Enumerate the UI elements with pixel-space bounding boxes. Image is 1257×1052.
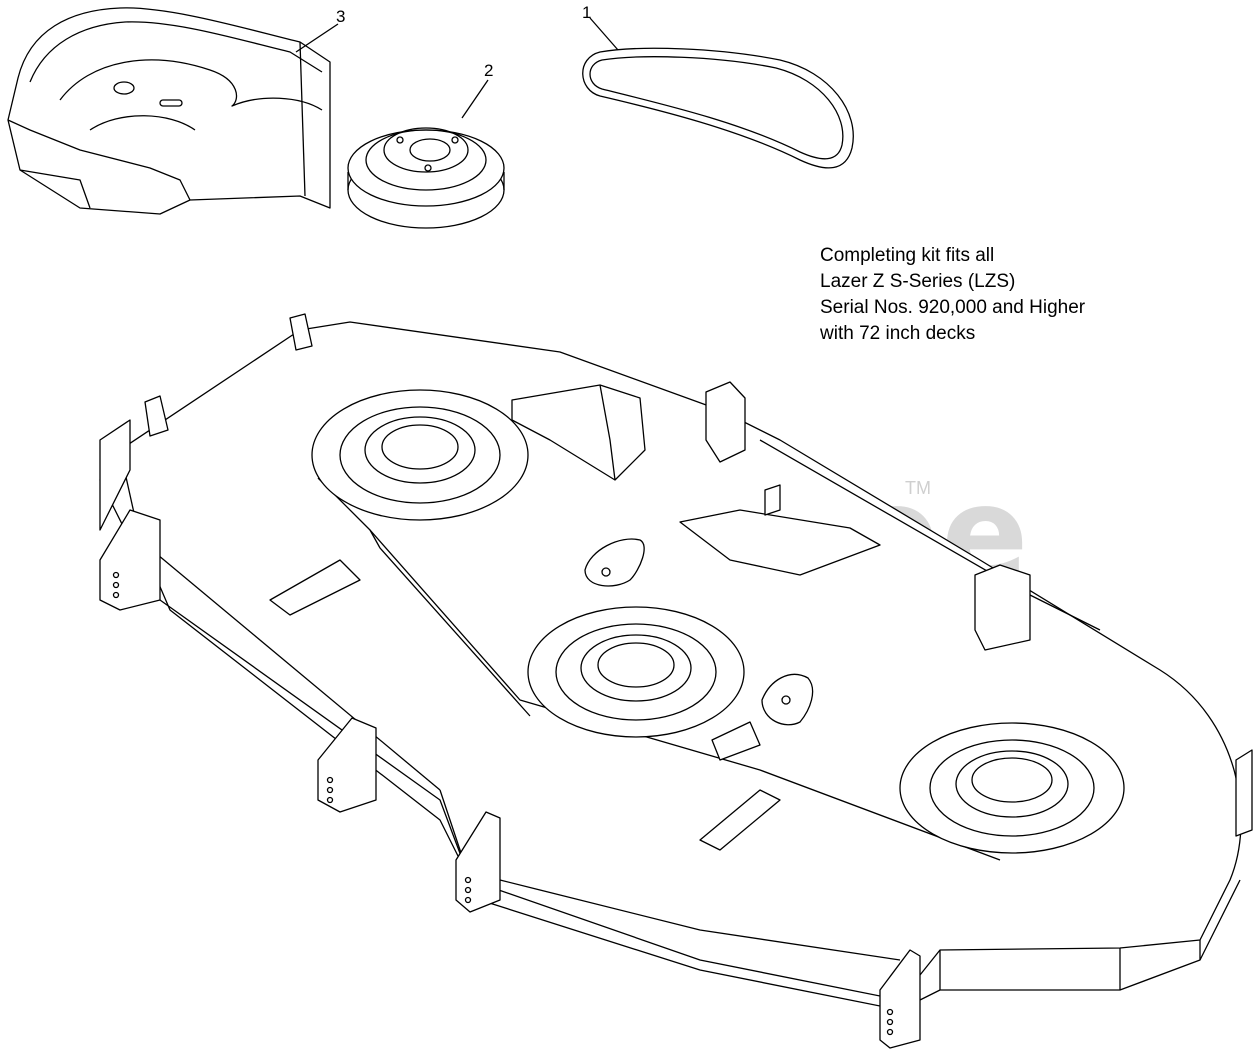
part-belt-cover[interactable]: [7, 7, 331, 215]
callout-2[interactable]: 2: [484, 61, 493, 80]
note-line: Lazer Z S-Series (LZS): [820, 271, 1016, 292]
callout-3[interactable]: 3: [336, 7, 345, 26]
callout-leaders: [295, 17, 619, 119]
note-line: Serial Nos. 920,000 and Higher: [820, 297, 1086, 318]
note-line: Completing kit fits all: [820, 245, 995, 266]
watermark-trademark: TM: [905, 478, 931, 498]
note-line: with 72 inch decks: [820, 323, 976, 344]
callout-1[interactable]: 1: [582, 3, 591, 22]
part-pulley[interactable]: [347, 127, 505, 229]
part-belt[interactable]: [582, 47, 854, 169]
compatibility-note: Completing kit fits all Lazer Z S-Series…: [820, 243, 1085, 347]
mower-deck: [99, 313, 1253, 1049]
